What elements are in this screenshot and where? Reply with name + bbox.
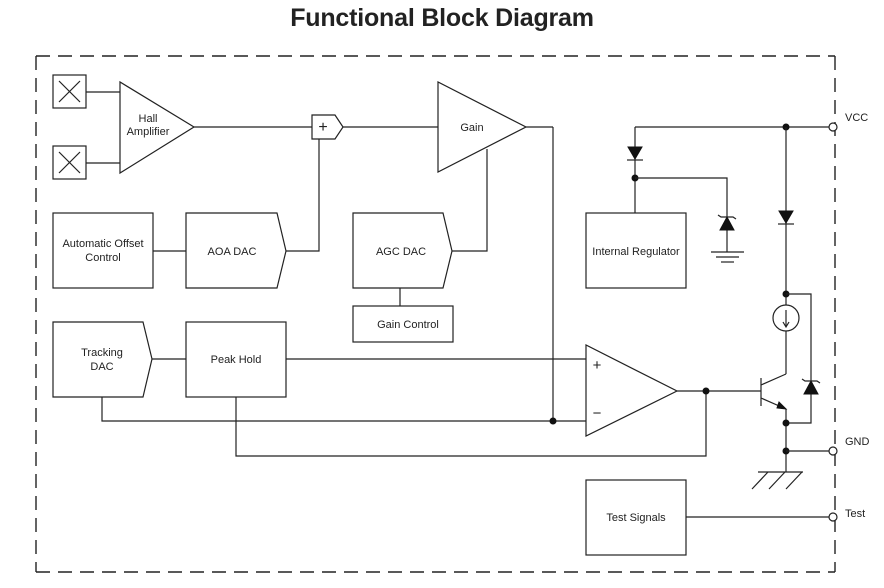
aoc-label-2: Control: [85, 252, 120, 264]
pin-vcc: VCC: [828, 112, 868, 132]
junction-dot: [782, 419, 790, 427]
hall-amplifier-label-1: Hall: [139, 113, 158, 125]
tracking-dac-label-2: DAC: [90, 361, 113, 373]
hall-sensor-2: [52, 145, 87, 180]
regulator-zener-diode: [717, 214, 737, 231]
agc-dac: AGC DAC: [352, 212, 453, 289]
test-signals: Test Signals: [585, 479, 687, 556]
pin-test: Test: [828, 508, 865, 522]
comparator-plus: +: [593, 357, 602, 374]
peak-hold-label: Peak Hold: [211, 354, 262, 366]
tracking-dac: Tracking DAC: [52, 321, 153, 398]
aoa-dac: AOA DAC: [185, 212, 287, 289]
gain-control: Gain Control: [352, 305, 454, 343]
gain-amplifier: Gain: [437, 81, 528, 173]
agc-dac-label: AGC DAC: [376, 246, 426, 258]
pin-gnd: GND: [828, 436, 870, 456]
clamp-zener-diode: [801, 378, 821, 395]
hall-sensor-1: [52, 74, 87, 109]
aoa-dac-label: AOA DAC: [208, 246, 257, 258]
gain-control-label: Gain Control: [377, 319, 439, 331]
pin-test-label: Test: [845, 508, 865, 520]
peak-hold: Peak Hold: [185, 321, 287, 398]
hall-amplifier-label-2: Amplifier: [127, 126, 170, 138]
diagram-title: Functional Block Diagram: [290, 4, 594, 32]
pin-vcc-label: VCC: [845, 112, 868, 124]
internal-regulator-label: Internal Regulator: [592, 246, 680, 258]
junction-dot: [549, 417, 557, 425]
internal-regulator: Internal Regulator: [585, 212, 687, 289]
automatic-offset-control: Automatic Offset Control: [52, 212, 154, 289]
junction-dot: [702, 387, 710, 395]
output-transistor: [760, 358, 788, 410]
series-diode: [778, 210, 794, 225]
test-signals-label: Test Signals: [606, 512, 666, 524]
regulator-diode: [627, 146, 643, 161]
chassis-ground-symbol: [751, 471, 803, 490]
aoc-label-1: Automatic Offset: [62, 238, 143, 250]
summer-plus-sign: +: [318, 119, 327, 136]
hall-amplifier: Hall Amplifier: [119, 80, 196, 175]
summing-junction: +: [311, 114, 344, 140]
tracking-dac-label-1: Tracking: [81, 347, 123, 359]
comparator: + −: [585, 344, 679, 437]
ground-symbol-regulator: [711, 251, 744, 263]
comparator-minus: −: [593, 405, 602, 422]
chip-boundary: [35, 55, 836, 573]
pin-gnd-label: GND: [845, 436, 870, 448]
current-source: [772, 304, 800, 332]
gain-label: Gain: [460, 122, 483, 134]
